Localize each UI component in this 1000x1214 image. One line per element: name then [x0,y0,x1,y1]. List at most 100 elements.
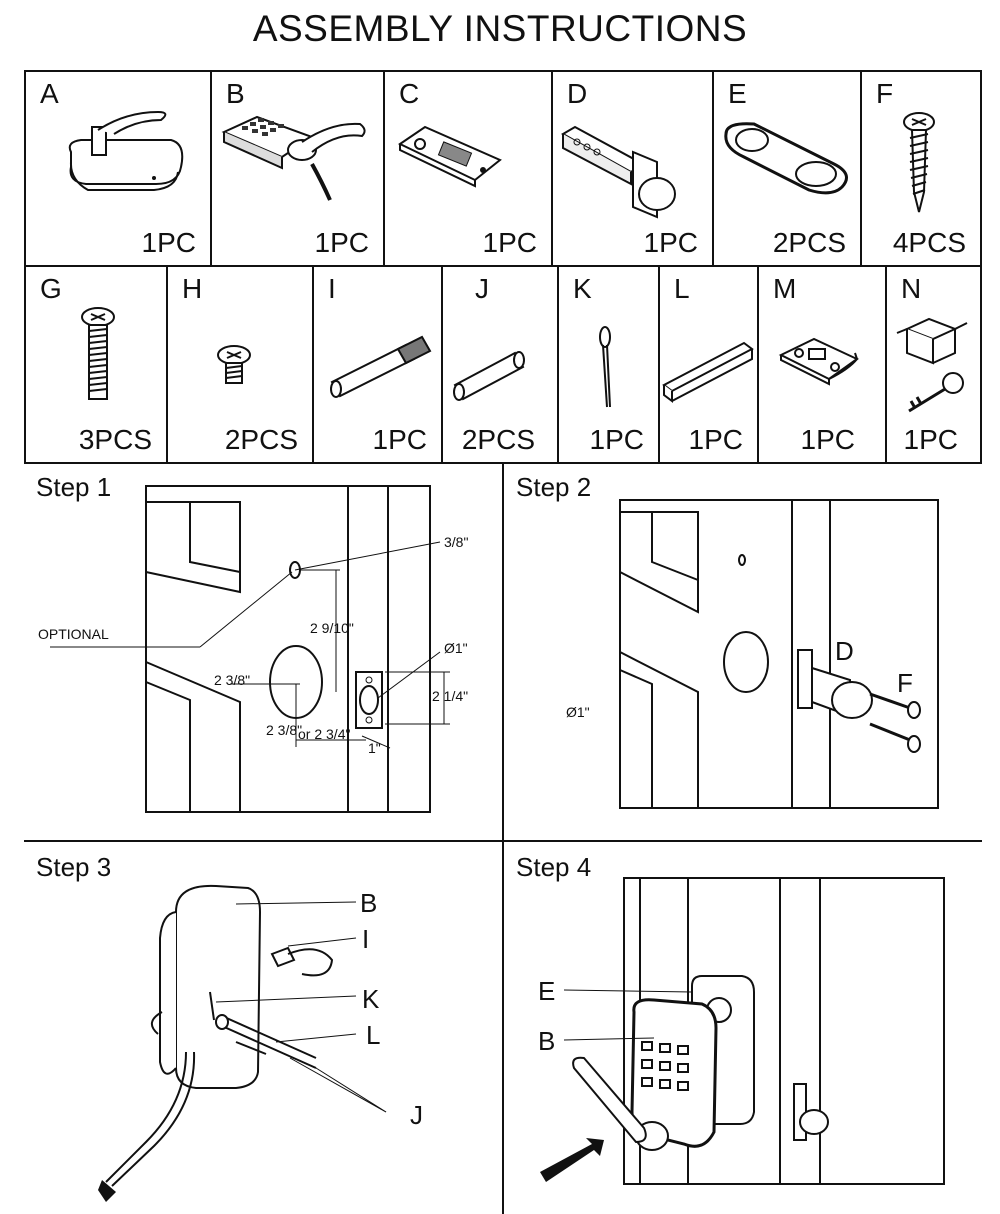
row1-divider [712,70,714,266]
part-cell-k: K 1PC [559,267,658,462]
step1-dim-small-hole: 3/8" [444,534,469,550]
step2-latch-install-diagram [502,462,1000,840]
part-letter: A [40,78,59,109]
part-qty: 1PC [482,227,537,258]
step3-label-j: J [410,1100,423,1130]
part-qty: 2PCS [772,227,846,258]
step3-lock-assembly-diagram [98,842,502,1202]
cotter-pin-icon [559,267,658,462]
part-cell-e: E 2PCS [714,72,860,265]
step1-dim-latch: 2 1/4" [432,688,469,704]
part-letter: G [40,273,62,304]
part-qty: 1PC [372,424,427,455]
part-qty: 1PC [643,227,698,258]
part-cell-j: J 2PCS [443,267,557,462]
key-and-box-icon [887,267,980,462]
lever-handle-icon [26,72,210,265]
row1-divider [383,70,385,266]
step1-door-drilling-diagram [0,462,500,840]
step1-dim-backset-bottom: 2 3/8" [266,722,303,738]
part-qty: 1PC [903,424,958,455]
step1-dim-diameter: Ø1" [444,640,468,656]
latch-icon [553,72,712,265]
part-cell-g: G 3PCS [26,267,166,462]
right-border [980,70,982,464]
mounting-plate-icon [385,72,551,265]
part-qty: 1PC [800,424,855,455]
machine-screw-long-icon [26,267,166,462]
part-letter: C [399,78,420,109]
step3-label-i: I [362,924,370,954]
row2-divider [757,266,759,463]
part-letter: D [567,78,588,109]
part-qty: 2PCS [461,424,535,455]
row1-divider [210,70,212,266]
row2-divider [312,266,314,463]
step1-optional-label: OPTIONAL [38,626,109,642]
row1-bottom-border [24,265,982,267]
part-cell-l: L 1PC [660,267,757,462]
square-spindle-icon [660,267,757,462]
part-letter: E [728,78,747,109]
machine-screw-short-icon [168,267,312,462]
part-letter: K [573,273,592,304]
row2-divider [885,266,887,463]
part-letter: J [475,273,489,304]
step1-dim-or: or 2 3/4" [298,726,351,742]
part-cell-d: D 1PC [553,72,712,265]
part-qty: 1PC [589,424,644,455]
row2-divider [658,266,660,463]
step2-label-f: F [897,668,913,698]
part-letter: H [182,273,203,304]
part-qty: 1PC [688,424,743,455]
steps-center-divider [502,462,504,1214]
part-qty: 1PC [141,227,196,258]
part-cell-i: I 1PC [314,267,441,462]
part-letter: B [226,78,245,109]
part-cell-a: A 1PC [26,72,210,265]
step4-title: Step 4 [516,852,592,882]
spindle-tube-icon [443,267,557,462]
left-border [24,70,26,464]
part-qty: 4PCS [892,227,966,258]
step3-label-k: K [362,984,380,1014]
wood-screw-icon [862,72,980,265]
step4-label-e: E [538,976,556,1006]
step1-dim-vertical: 2 9/10" [310,620,354,636]
strike-plate-icon [759,267,885,462]
page-title: ASSEMBLY INSTRUCTIONS [252,8,748,49]
step1-dim-edge: 1" [368,740,381,756]
part-letter: N [901,273,922,304]
part-qty: 1PC [314,227,369,258]
part-letter: I [328,273,336,304]
step3-title: Step 3 [36,852,112,882]
step3-label-b: B [360,888,378,918]
part-qty: 2PCS [224,424,298,455]
step3-label-l: L [366,1020,381,1050]
row2-divider [441,266,443,463]
gasket-icon [714,72,860,265]
part-cell-f: F 4PCS [862,72,980,265]
step2-title: Step 2 [516,472,592,502]
part-cell-c: C 1PC [385,72,551,265]
part-qty: 3PCS [78,424,152,455]
step4-lock-mount-diagram [540,842,982,1214]
row2-divider [166,266,168,463]
part-cell-n: N 1PC [887,267,980,462]
keypad-lock-icon [212,72,383,265]
step2-label-d: D [835,636,854,666]
threaded-spindle-icon [314,267,441,462]
part-letter: M [773,273,797,304]
part-letter: L [674,273,690,304]
row1-divider [551,70,553,266]
row1-divider [860,70,862,266]
row2-divider [557,266,559,463]
part-cell-h: H 2PCS [168,267,312,462]
part-cell-m: M 1PC [759,267,885,462]
row1-top-border [24,70,982,72]
part-cell-b: B 1PC [212,72,383,265]
step2-note: Ø1" [566,704,590,720]
step1-dim-backset-left: 2 3/8" [214,672,251,688]
part-letter: F [876,78,894,109]
step4-label-b: B [538,1026,556,1056]
